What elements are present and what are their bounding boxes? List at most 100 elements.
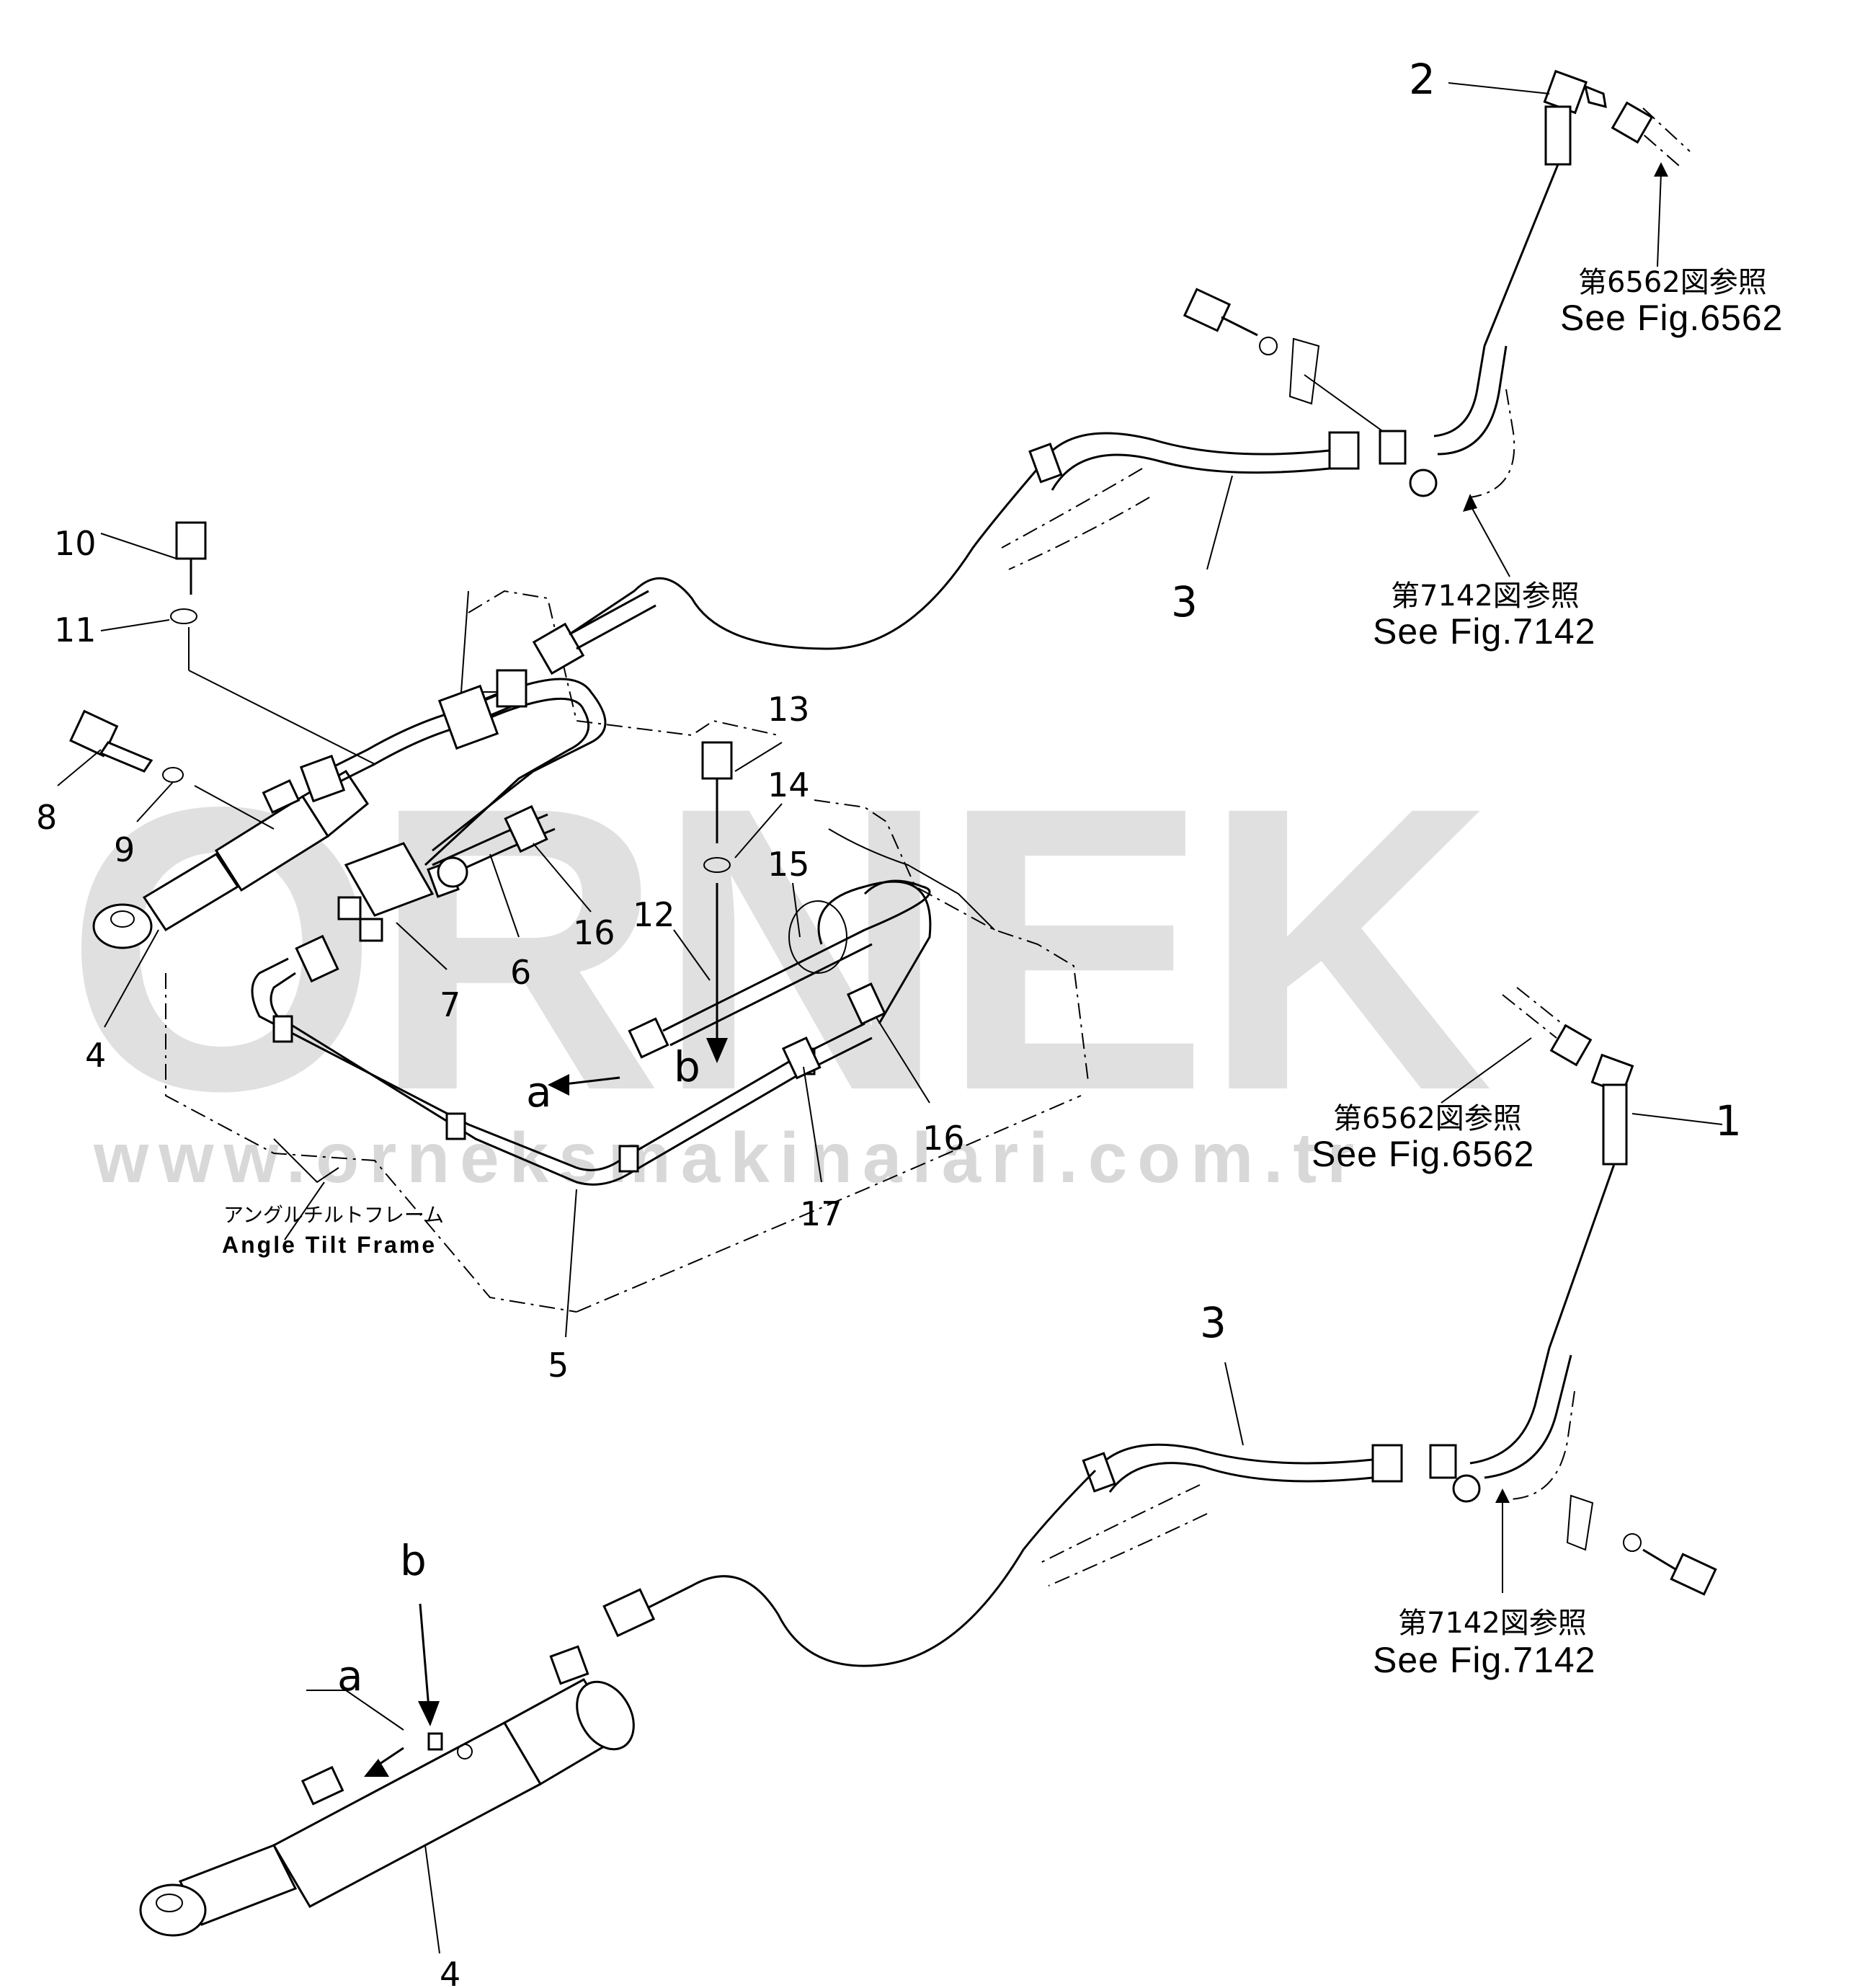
fitting-8-body: [99, 741, 153, 773]
valve-port-2: [337, 896, 362, 920]
ref-bottom-7142: 第7142図参照 See Fig.7142: [1373, 1607, 1595, 1680]
frame-detail-right: [828, 828, 995, 931]
label-part-10: 10: [54, 524, 97, 563]
cylinder-port-bottom: [300, 1765, 344, 1806]
label-part-13: 13: [767, 690, 810, 729]
leader-15: [792, 882, 801, 938]
leader-3-top: [1206, 475, 1233, 570]
hose-nut-upper: [299, 755, 346, 803]
arrow-ref-top-7142: [1463, 494, 1477, 512]
arrow-b-top-head: [706, 1038, 728, 1063]
hose-5-a: [251, 957, 865, 1171]
cylinder-eye-hole-top: [110, 910, 135, 928]
arrow-b-bottom-head: [418, 1701, 440, 1726]
hose-3-bottom-dash: [1037, 1484, 1201, 1565]
cylinder-clevis-bottom: [576, 1680, 635, 1751]
fitting-stem-2: [1544, 105, 1572, 166]
clip-leader: [1304, 374, 1395, 440]
arrow-ref-bottom-7142: [1495, 1488, 1510, 1503]
clamp-17: [781, 1036, 822, 1080]
ref-top-7142-en: See Fig.7142: [1373, 611, 1595, 652]
hose-end-nut-mid: [1371, 1444, 1403, 1483]
clamp-16-top: [504, 804, 548, 853]
hose-5-b: [270, 972, 873, 1186]
frame-outline-bottom: [576, 1095, 1082, 1313]
ref-nut-mid: [1549, 1024, 1593, 1067]
label-part-11: 11: [54, 611, 97, 649]
washer-top: [1259, 337, 1278, 355]
arrow-ref-top-6562: [1654, 162, 1668, 177]
leader-9: [194, 785, 275, 830]
leader-ref-mid-6562: [1441, 1037, 1532, 1104]
ref-top-7142: 第7142図参照 See Fig.7142: [1373, 580, 1595, 652]
pipe-top: [1483, 164, 1559, 347]
adapter-mid: [1429, 1444, 1457, 1479]
valve-block-7: [337, 842, 460, 942]
leader-frame: [284, 1181, 325, 1241]
hose-3-top-band: [1028, 443, 1063, 484]
label-arrow-a-top: a: [526, 1068, 552, 1117]
label-part-3-top: 3: [1171, 577, 1198, 626]
hose-3-bottom-nut: [602, 1588, 656, 1638]
leader-4-top: [104, 929, 159, 1028]
cylinder-barrel-bottom: [272, 1721, 543, 1908]
hose-nut-top: [532, 622, 585, 675]
frame-bracket-left: [273, 1138, 339, 1184]
label-arrow-a-bottom: a: [337, 1651, 363, 1700]
hose-to-top: [569, 590, 649, 636]
leader-8: [57, 749, 102, 786]
ref-mid-6562: 第6562図参照 See Fig.6562: [1312, 1102, 1534, 1174]
leader-12: [673, 929, 711, 981]
hose-to-top-b: [576, 604, 656, 650]
hose-3-bottom-band: [1082, 1452, 1116, 1493]
leader-11: [100, 619, 170, 631]
arrow-a-bottom-head: [364, 1759, 389, 1777]
hose-3-top-b: [1051, 453, 1330, 491]
cylinder-port-top: [262, 778, 300, 815]
fitting-stem-1: [1602, 1083, 1628, 1166]
pipe-mid: [1548, 1163, 1616, 1349]
hose-5-clip-2: [445, 1112, 466, 1140]
bolt-shank-top: [1221, 316, 1258, 337]
frame-outline-top: [468, 590, 779, 737]
label-part-6: 6: [510, 953, 531, 992]
label-part-9: 9: [114, 830, 135, 869]
cylinder-eye-hole-bottom: [156, 1894, 183, 1912]
label-part-8: 8: [36, 798, 57, 837]
ref-nut-top: [1611, 101, 1654, 144]
hose-3-bottom-dash-2: [1048, 1513, 1208, 1587]
ref-pipe-mid-bend-dash: [1505, 1390, 1575, 1500]
ref-mid-6562-en: See Fig.6562: [1312, 1134, 1534, 1174]
frame-label-en: Angle Tilt Frame: [222, 1232, 437, 1258]
clamp-bracket-upper: [496, 669, 527, 708]
clip-mid: [1566, 1494, 1594, 1551]
leader-1: [1631, 1113, 1723, 1125]
clamp-upper: [437, 684, 499, 750]
hose-3-bottom-main: [648, 1469, 1097, 1667]
leader-14: [734, 803, 783, 858]
ref-top-6562: 第6562図参照 See Fig.6562: [1560, 266, 1783, 338]
valve-block: [344, 842, 435, 917]
adapter-top: [1379, 430, 1407, 465]
fitting-nut-2: [1583, 84, 1607, 109]
hose-3-top-a: [1036, 432, 1330, 469]
leader-7: [396, 922, 448, 970]
frame-outline-right: [814, 799, 1089, 1082]
cylinder-rod-top: [142, 852, 240, 932]
ref-top-6562-en: See Fig.6562: [1560, 298, 1783, 338]
arrow-a-bottom-line-2: [345, 1690, 404, 1731]
leader-ref-top-6562: [1657, 172, 1662, 267]
label-part-12: 12: [633, 895, 675, 934]
ref-pipe-mid-dash-2: [1516, 987, 1572, 1031]
leader-10: [100, 533, 177, 559]
bolt-shank-mid: [1642, 1548, 1680, 1573]
washer-mid: [1623, 1533, 1642, 1552]
hose-3-top-dash-2: [1008, 497, 1150, 570]
ref-pipe-dashed-3: [1469, 389, 1515, 498]
label-part-5: 5: [548, 1346, 569, 1385]
clip-top: [1288, 337, 1320, 405]
label-part-4-top: 4: [85, 1036, 106, 1075]
hose-3-top-main: [569, 468, 1039, 650]
label-part-1: 1: [1715, 1096, 1742, 1145]
hose-5-nut: [295, 934, 339, 983]
